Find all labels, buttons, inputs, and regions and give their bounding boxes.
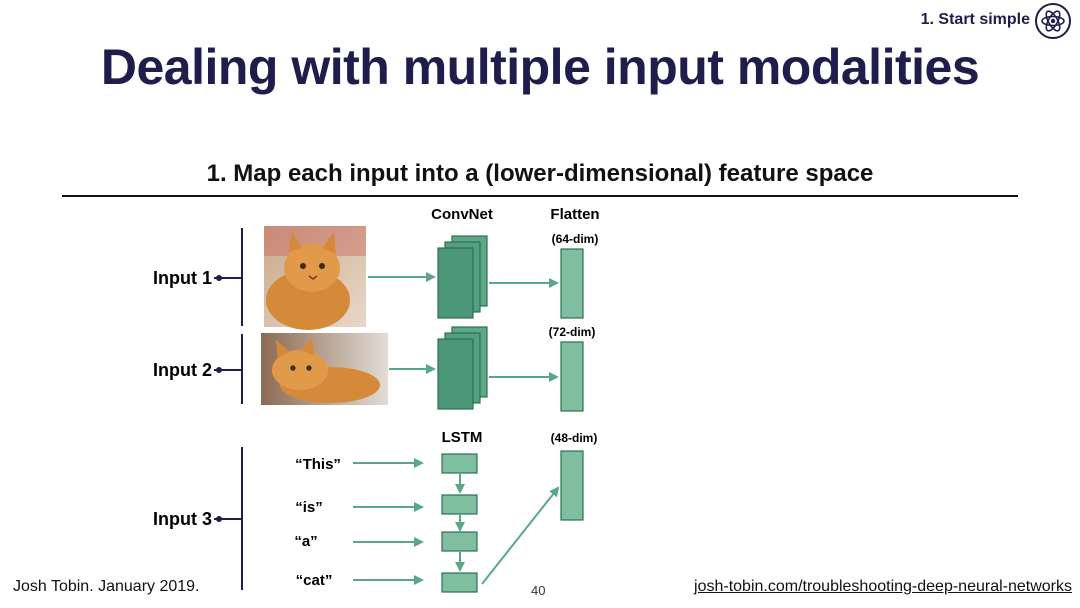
flatten-vector-3 <box>560 450 584 521</box>
divider <box>62 195 1018 197</box>
lstm-cell-3 <box>441 531 478 552</box>
input-3-label: Input 3 <box>153 509 212 529</box>
footer-author: Josh Tobin. January 2019. <box>13 578 200 595</box>
input-1-dot <box>216 275 222 281</box>
input-1-label: Input 1 <box>153 268 212 288</box>
flatten-header: Flatten <box>550 206 599 223</box>
convnet-stack-2 <box>437 326 488 410</box>
token-this: “This” <box>295 456 341 473</box>
arrow-lstm-flatten <box>481 486 560 585</box>
flatten-vector-1 <box>560 248 584 319</box>
lstm-cell-2 <box>441 494 478 515</box>
convnet-stack-1 <box>437 235 488 319</box>
token-cat: “cat” <box>296 572 333 589</box>
dim-label-2: (72-dim) <box>549 325 596 339</box>
dim-label-1: (64-dim) <box>552 232 599 246</box>
input-2-dot <box>216 367 222 373</box>
convnet-header: ConvNet <box>431 206 493 223</box>
cat-image-1 <box>264 226 366 330</box>
atom-icon <box>1035 3 1071 39</box>
input-3-dot <box>216 516 222 522</box>
input-2-label: Input 2 <box>153 360 212 380</box>
page-number: 40 <box>531 583 546 598</box>
lstm-header: LSTM <box>442 429 483 446</box>
page-title: Dealing with multiple input modalities <box>100 39 980 95</box>
footer-link[interactable]: josh-tobin.com/troubleshooting-deep-neur… <box>694 578 1072 595</box>
lstm-cell-4 <box>441 572 478 593</box>
cat-image-2 <box>261 333 388 405</box>
step-title: 1. Map each input into a (lower-dimensio… <box>206 160 874 187</box>
section-label: 1. Start simple <box>920 11 1030 28</box>
lstm-cell-1 <box>441 453 478 474</box>
dim-label-3: (48-dim) <box>551 431 598 445</box>
token-a: “a” <box>294 533 317 550</box>
flatten-vector-2 <box>560 341 584 412</box>
token-is: “is” <box>295 499 323 516</box>
